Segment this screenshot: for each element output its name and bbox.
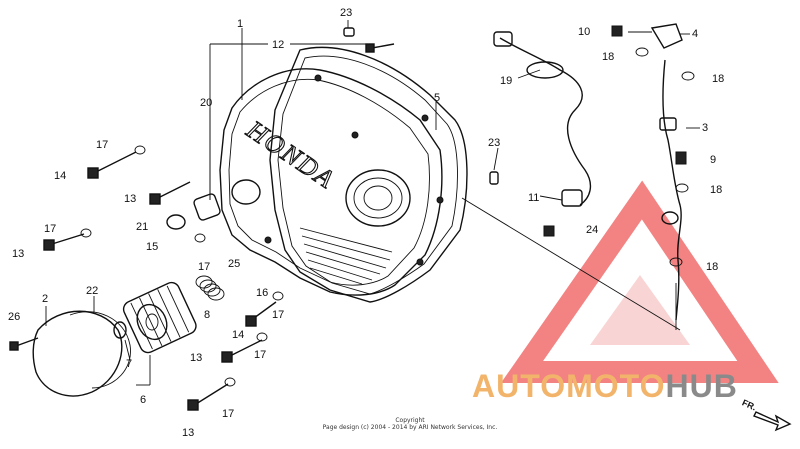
callout-17d: 17 [272,309,284,321]
clip-bolt [675,151,687,165]
bracket-washer [635,47,649,57]
filter-housing-core [363,185,393,211]
cover-rim [228,78,430,286]
filter-cover-gasket [69,311,131,389]
callout-17a: 17 [96,139,108,151]
callout-5: 5 [434,92,440,104]
callout-21: 21 [136,221,148,233]
filter-housing-inner [353,177,403,219]
switch-wire [499,37,592,206]
callout-22: 22 [86,285,98,297]
filter-housing [345,169,411,227]
callout-18a: 18 [602,51,614,63]
callout-23a: 23 [340,7,352,19]
callout-14b: 14 [232,329,244,341]
oil-filter [122,281,197,354]
watermark-text: AUTOMOTOHUB [472,368,738,405]
washers [80,145,284,387]
callout-11: 11 [528,192,539,204]
callout-1: 1 [237,18,243,30]
wire-connector [493,31,513,47]
callout-25: 25 [228,258,240,270]
copyright-notice: Copyright Page design (c) 2004 - 2014 by… [290,417,530,431]
gasket-outline [269,46,468,303]
callout-18c: 18 [710,184,722,196]
dowel-pin-right [489,171,499,185]
filter-cover [32,310,123,397]
filter-spring [195,275,225,301]
bracket-bolt [611,25,623,37]
callout-18b: 18 [712,73,724,85]
cover-fins [299,227,393,285]
callout-17e: 17 [254,349,266,361]
o-ring [113,321,127,339]
callout-17c: 17 [198,261,210,273]
callout-12: 12 [272,39,284,51]
callout-24: 24 [586,224,598,236]
crankcase-cover [219,68,443,296]
callout-8: 8 [204,309,210,321]
cable-bracket [650,23,683,49]
callout-20: 20 [200,97,212,109]
callout-13d: 13 [182,427,194,439]
switch-sensor [561,189,583,207]
callout-26: 26 [8,311,20,323]
watermark-text-part2: HUB [665,368,738,404]
oil-seal [166,214,186,230]
callout-6: 6 [140,394,146,406]
cable-washer-1 [681,71,695,81]
callout-7: 7 [126,358,132,370]
callout-13b: 13 [12,248,24,260]
callout-9: 9 [710,154,716,166]
callout-18d: 18 [706,261,718,273]
bearing [193,193,221,221]
cable-washer-3 [669,257,683,267]
copyright-line-1: Copyright [395,417,425,424]
callout-17f: 17 [222,408,234,420]
front-arrow-icon [753,411,792,432]
sensor-bolt [543,225,555,237]
callout-labels: 1 2 3 4 5 6 7 8 9 10 11 12 13 13 13 13 1… [8,7,724,439]
cable-grommet [661,211,679,225]
callout-10: 10 [578,26,590,38]
cover-port [231,179,261,205]
watermark-logo [500,180,779,383]
callout-15: 15 [146,241,158,253]
callout-3: 3 [702,122,708,134]
bolts [9,43,395,411]
sensor-cable [662,59,682,321]
callout-16: 16 [256,287,268,299]
callout-23b: 23 [488,137,500,149]
callout-13a: 13 [124,193,136,205]
callout-17b: 17 [44,223,56,235]
cable-clip [659,117,677,131]
callout-2: 2 [42,293,48,305]
cable-washer-2 [675,183,689,193]
callout-13c: 13 [190,352,202,364]
dowel-pin-top [343,27,355,37]
watermark-text-part1: AUTOMOTO [472,368,666,404]
callout-4: 4 [692,28,698,40]
wire-clamp [526,61,564,79]
leader-lines [45,20,700,386]
callout-14a: 14 [54,170,66,182]
copyright-line-2: Page design (c) 2004 - 2014 by ARI Netwo… [322,424,498,431]
cover-bolt-heads [264,74,444,266]
callout-19: 19 [500,75,512,87]
